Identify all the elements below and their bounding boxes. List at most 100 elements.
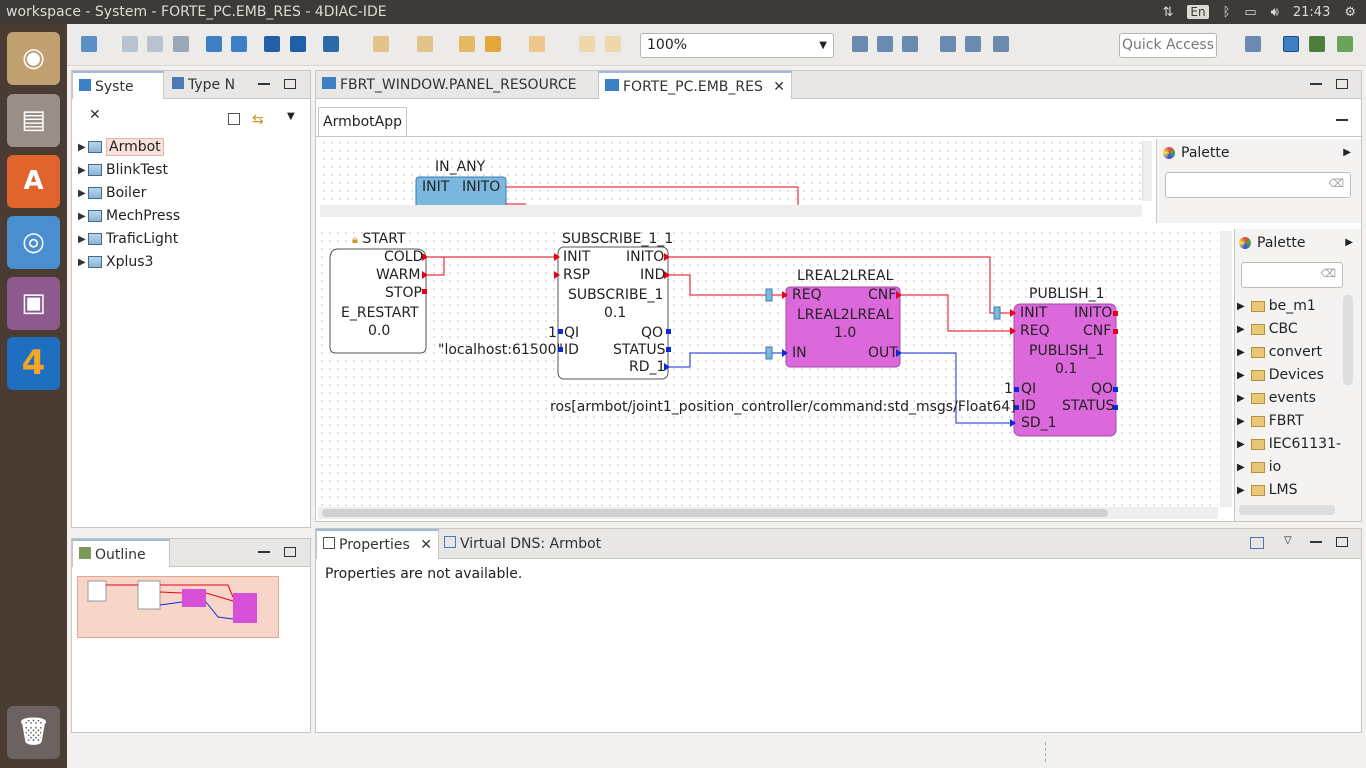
clear-icon[interactable]: ⌫ [1320, 267, 1336, 280]
clock[interactable]: 21:43 [1292, 4, 1331, 20]
expand-icon[interactable]: ▶ [1237, 369, 1245, 381]
network-icon[interactable]: ⇅ [1162, 4, 1174, 20]
outline-thumbnail[interactable] [77, 576, 279, 638]
port-label[interactable]: INIT [1020, 305, 1048, 321]
back-icon[interactable] [485, 36, 501, 52]
palette-folder-events[interactable]: ▶events [1237, 387, 1316, 409]
view-menu-icon[interactable]: ▼ [287, 111, 295, 122]
port-label[interactable]: COLD [384, 249, 424, 265]
chevron-right-icon[interactable]: ▶ [1345, 237, 1353, 248]
maximize-icon[interactable] [284, 547, 296, 557]
expand-icon[interactable]: ▶ [1237, 484, 1245, 496]
tree-item-boiler[interactable]: ▶Boiler [78, 182, 146, 204]
application-canvas[interactable]: IN_ANY INIT INITO [320, 139, 1142, 207]
palette-folder-io[interactable]: ▶io [1237, 456, 1281, 478]
new-icon[interactable] [81, 36, 97, 52]
redo-icon[interactable] [605, 36, 621, 52]
tree-item-traficlight[interactable]: ▶TraficLight [78, 228, 178, 250]
save-icon[interactable] [122, 36, 138, 52]
align-center-icon[interactable] [877, 36, 893, 52]
previous-annotation-icon[interactable] [417, 36, 433, 52]
port-label[interactable]: REQ [792, 287, 822, 303]
tab-virtual-dns[interactable]: Virtual DNS: Armbot [438, 529, 607, 559]
quick-access-field[interactable]: Quick Access [1119, 33, 1217, 58]
tab-type-navigator[interactable]: Type N [166, 71, 241, 99]
port-label[interactable]: CNF [868, 287, 897, 303]
tab-armbotapp[interactable]: ArmbotApp [318, 107, 408, 137]
ubuntu-dash-icon[interactable]: ◉ [7, 32, 60, 85]
scrollbar[interactable] [1142, 141, 1152, 201]
expand-icon[interactable]: ▶ [78, 233, 86, 245]
fb-name[interactable]: PUBLISH_1 [1029, 286, 1105, 302]
print-icon[interactable] [173, 36, 189, 52]
maximize-icon[interactable] [284, 79, 296, 89]
new-type-icon[interactable] [264, 36, 280, 52]
chevron-right-icon[interactable]: ▶ [1343, 147, 1351, 158]
deployment-perspective-icon[interactable] [1337, 36, 1353, 52]
maximize-icon[interactable] [1336, 79, 1348, 89]
palette-folder-iec61131-3[interactable]: ▶IEC61131-3 [1237, 433, 1341, 455]
palette-search-input[interactable]: ⌫ [1241, 262, 1343, 288]
4diac-ide-icon[interactable]: 4 [7, 337, 60, 390]
expand-icon[interactable]: ▶ [78, 210, 86, 222]
chromium-icon[interactable]: ◎ [7, 216, 60, 269]
port-label[interactable]: INITO [462, 179, 501, 195]
open-perspective-icon[interactable] [1245, 36, 1261, 52]
clear-icon[interactable]: ⌫ [1328, 177, 1344, 190]
last-edit-icon[interactable] [459, 36, 475, 52]
expand-icon[interactable]: ▶ [78, 141, 86, 153]
align-bottom-icon[interactable] [993, 36, 1009, 52]
minimize-icon[interactable] [1310, 79, 1322, 85]
palette-header[interactable]: Palette [1163, 145, 1230, 161]
parameter-value[interactable]: "localhost:61500" [438, 342, 563, 358]
port-label[interactable]: RD_1 [629, 359, 666, 375]
tab-fbrt-window-panel-resource[interactable]: FBRT_WINDOW.PANEL_RESOURCE [316, 71, 582, 99]
port-label[interactable]: OUT [868, 345, 898, 361]
resource-canvas[interactable]: 🔒︎ START COLD WARM STOP E_RESTART 0.0 SU… [318, 229, 1218, 507]
parameter-value[interactable]: 1 [1004, 381, 1013, 397]
deploy-icon[interactable] [290, 36, 306, 52]
align-middle-icon[interactable] [965, 36, 981, 52]
palette-folder-fbrt[interactable]: ▶FBRT [1237, 410, 1304, 432]
port-label[interactable]: INIT [422, 179, 450, 195]
port-label[interactable]: WARM [376, 267, 421, 283]
debug-perspective-icon[interactable] [1309, 36, 1325, 52]
port-label[interactable]: STATUS [613, 342, 666, 358]
fb-name[interactable]: SUBSCRIBE_1_1 [562, 231, 674, 247]
minimize-icon[interactable] [1310, 537, 1322, 543]
minimize-icon[interactable] [1336, 115, 1348, 121]
forward-icon[interactable] [529, 36, 545, 52]
port-label[interactable]: INITO [1074, 305, 1113, 321]
fb-name[interactable]: 🔒︎ START [352, 231, 406, 247]
expand-icon[interactable]: ▶ [1237, 323, 1245, 335]
save-all-icon[interactable] [147, 36, 163, 52]
palette-folder-cbc[interactable]: ▶CBC [1237, 318, 1298, 340]
collapse-all-icon[interactable] [228, 113, 240, 125]
scrollbar-thumb[interactable] [322, 509, 1108, 517]
expand-icon[interactable]: ▶ [1237, 461, 1245, 473]
fb-name[interactable]: LREAL2LREAL [797, 268, 894, 284]
port-label[interactable]: CNF [1083, 323, 1112, 339]
port-label[interactable]: STOP [385, 285, 422, 301]
expand-icon[interactable]: ▶ [1237, 415, 1245, 427]
align-top-icon[interactable] [940, 36, 956, 52]
view-menu-icon[interactable]: ▽ [1284, 535, 1292, 546]
port-label[interactable]: ID [1021, 398, 1036, 414]
parameter-value[interactable]: 1 [548, 325, 557, 341]
port-label[interactable]: QI [1021, 381, 1037, 397]
port-label[interactable]: QI [564, 325, 580, 341]
port-label[interactable]: ID [564, 342, 579, 358]
port-label[interactable]: QO [641, 325, 664, 341]
expand-icon[interactable]: ▶ [1237, 438, 1245, 450]
keyboard-language-indicator[interactable]: En [1187, 5, 1209, 19]
expand-icon[interactable]: ▶ [1237, 300, 1245, 312]
port-label[interactable]: INITO [626, 249, 665, 265]
battery-icon[interactable]: ▭ [1244, 4, 1257, 20]
close-icon[interactable]: ✕ [773, 79, 786, 95]
close-icon[interactable]: ✕ [89, 107, 101, 123]
expand-icon[interactable]: ▶ [1237, 392, 1245, 404]
next-annotation-icon[interactable] [373, 36, 389, 52]
scrollbar[interactable] [318, 507, 1218, 519]
tab-properties[interactable]: Properties ✕ [316, 529, 439, 559]
align-right-icon[interactable] [902, 36, 918, 52]
